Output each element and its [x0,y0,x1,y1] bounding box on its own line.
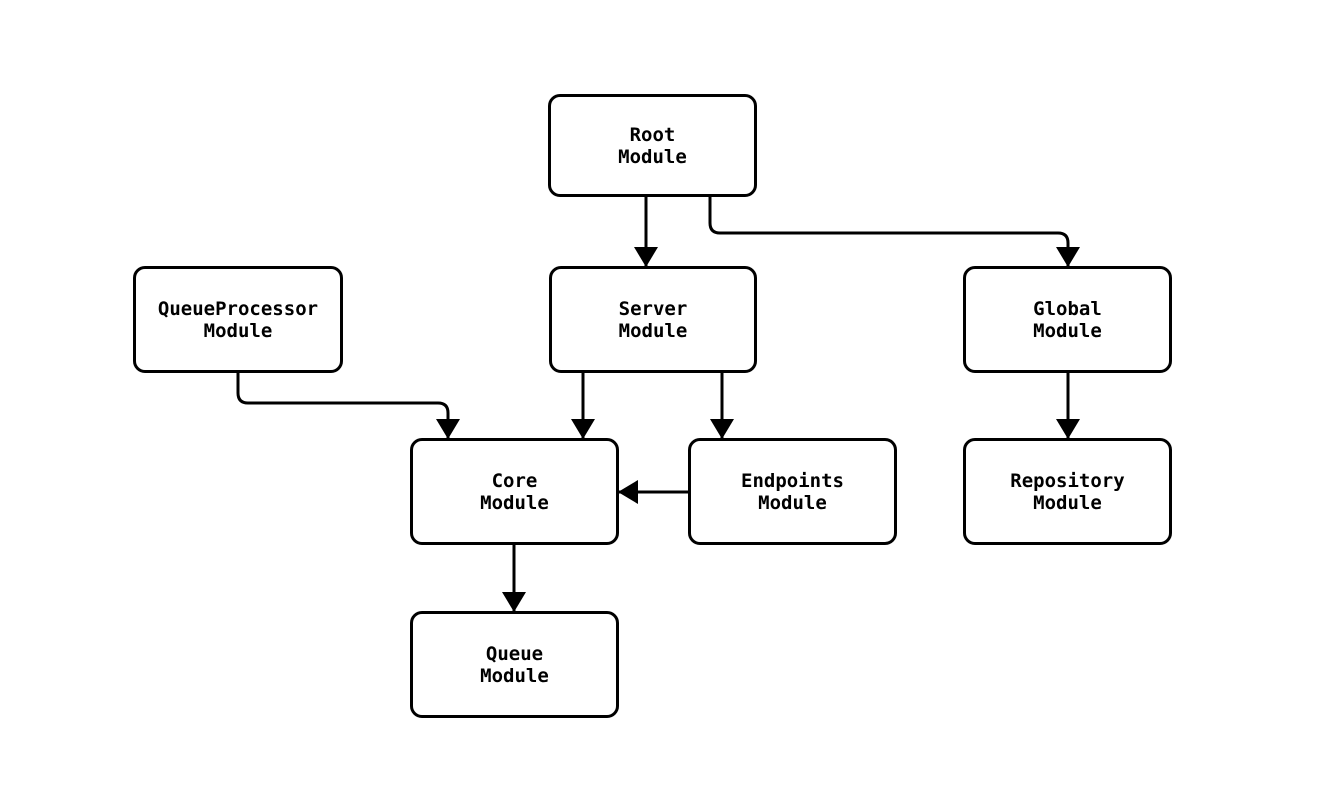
node-label-line: Server [618,297,688,320]
edge-root-to-global [708,197,1080,267]
node-label-line: Core [491,469,538,492]
node-label-line: Module [480,664,549,687]
node-label-line: Module [758,491,827,514]
node-label-line: Global [1033,297,1102,320]
node-label-line: Module [618,319,688,342]
node-label-line: Module [618,145,687,168]
edge-queueprocessor-to-core [236,373,460,439]
node-label-line: Repository [1010,469,1125,492]
node-label-line: Module [1033,491,1102,514]
node-label-line: Root [629,123,676,146]
node-label-line: Module [1033,319,1102,342]
node-label-line: Queue [485,642,544,665]
node-label-line: Endpoints [741,469,844,492]
node-label-line: Module [203,319,273,342]
node-label-line: Module [480,491,549,514]
node-label-line: QueueProcessor [157,297,319,320]
